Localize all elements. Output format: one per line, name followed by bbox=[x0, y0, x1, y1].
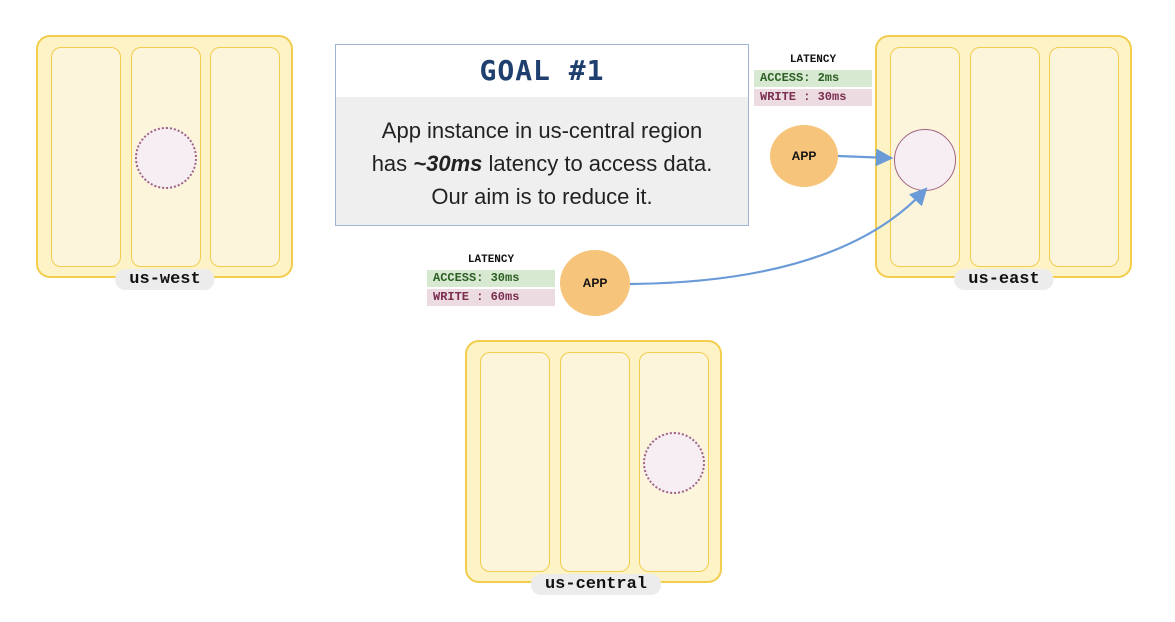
latency-access: ACCESS: 2ms bbox=[754, 70, 872, 87]
region-us-central bbox=[465, 340, 722, 583]
latency-access: ACCESS: 30ms bbox=[427, 270, 555, 287]
zone-lane bbox=[210, 47, 280, 267]
latency-write: WRITE : 60ms bbox=[427, 289, 555, 306]
latency-title: LATENCY bbox=[467, 254, 515, 266]
region-label-us-west: us-west bbox=[115, 269, 215, 290]
arrow-east-app-to-leader bbox=[837, 148, 894, 167]
app-instance-east: APP bbox=[770, 125, 838, 187]
goal-line-2: has ~30ms latency to access data. bbox=[371, 151, 713, 176]
region-label-us-central: us-central bbox=[530, 574, 662, 595]
app-instance-central: APP bbox=[560, 250, 630, 316]
goal-description: App instance in us-central region has ~3… bbox=[336, 97, 748, 225]
goal-line-1: App instance in us-central region bbox=[381, 118, 703, 143]
arrow-central-app-to-leader bbox=[629, 187, 928, 286]
region-us-west bbox=[36, 35, 293, 278]
replica-placeholder bbox=[643, 432, 705, 494]
zone-lane bbox=[51, 47, 121, 267]
replica-leader bbox=[894, 129, 956, 191]
zone-lane bbox=[560, 352, 630, 572]
latency-write: WRITE : 30ms bbox=[754, 89, 872, 106]
region-label-us-east: us-east bbox=[954, 269, 1054, 290]
zone-lane bbox=[1049, 47, 1119, 267]
goal-line-3: Our aim is to reduce it. bbox=[431, 184, 653, 209]
latency-panel-central: LATENCY ACCESS: 30ms WRITE : 60ms bbox=[427, 253, 555, 306]
goal-box: GOAL #1 App instance in us-central regio… bbox=[335, 44, 749, 226]
latency-title: LATENCY bbox=[789, 54, 837, 66]
goal-emphasis: ~30ms bbox=[413, 151, 483, 176]
goal-title: GOAL #1 bbox=[479, 54, 605, 87]
zone-lane bbox=[970, 47, 1040, 267]
zone-lane bbox=[480, 352, 550, 572]
replica-placeholder bbox=[135, 127, 197, 189]
latency-panel-east: LATENCY ACCESS: 2ms WRITE : 30ms bbox=[754, 53, 872, 106]
region-us-east bbox=[875, 35, 1132, 278]
